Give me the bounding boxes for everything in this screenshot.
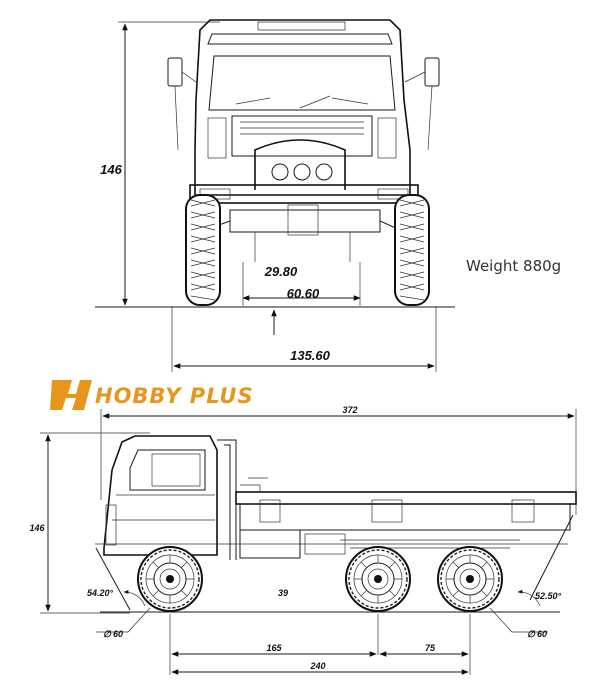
front-wheel-diameter-label: 60: [113, 629, 123, 639]
approach-angle-label: 54.20°: [87, 588, 114, 598]
side-height-label: 146: [29, 523, 45, 533]
front-track-inner-label: 29.80: [264, 264, 298, 279]
wheelbase-total-label: 240: [309, 661, 325, 671]
wheelbase-rear-label: 75: [425, 643, 436, 653]
departure-angle-label: 52.50°: [535, 591, 562, 601]
front-wheel-diameter-symbol: ∅: [103, 629, 112, 639]
wheelbase-front-label: 165: [266, 643, 282, 653]
rear-wheel-diameter-label: 60: [537, 629, 547, 639]
front-overall-width-label: 135.60: [290, 348, 331, 363]
ground-clearance-label: 39: [278, 588, 288, 598]
side-overall-length-label: 372: [342, 405, 357, 415]
brand-logo-text: HOBBY PLUS: [95, 384, 254, 408]
weight-label: Weight 880g: [466, 257, 561, 275]
side-view-drawing: 372 146 54.20° 52.50°: [29, 405, 577, 675]
front-height-label: 146: [100, 162, 122, 177]
front-axle-width-label: 60.60: [287, 286, 320, 301]
hobby-plus-logo: HOBBY PLUS: [50, 380, 254, 410]
front-view-drawing: 146: [95, 19, 455, 372]
svg-text:∅: ∅: [527, 629, 536, 639]
